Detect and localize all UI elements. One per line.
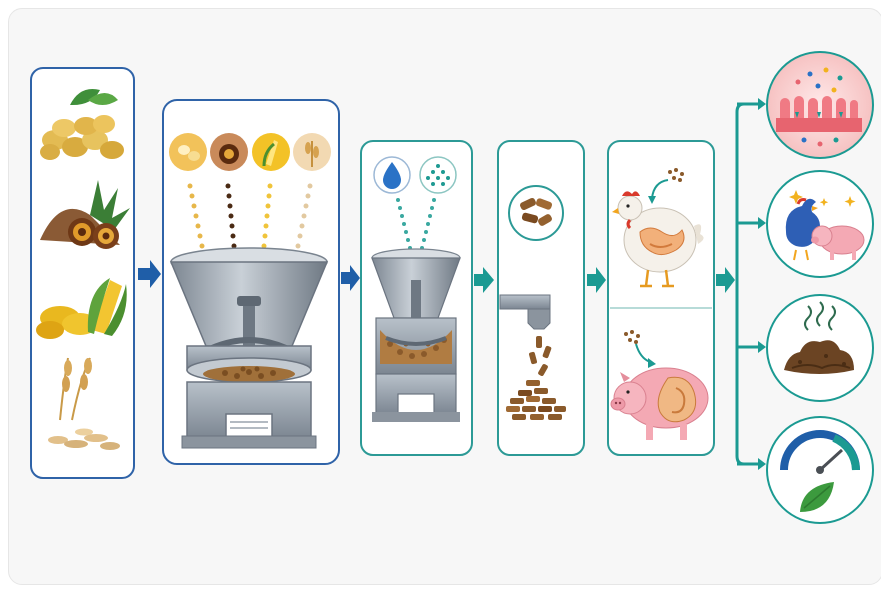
efficiency-gauge-icon bbox=[767, 417, 873, 523]
stage-pelleting bbox=[498, 141, 584, 455]
stage-animal-feeding bbox=[608, 141, 714, 455]
flow-arrow-2 bbox=[341, 265, 360, 291]
water-drop-icon bbox=[374, 157, 410, 193]
flow-arrow-5 bbox=[716, 267, 735, 293]
manure-icon bbox=[767, 295, 873, 401]
outcome-branch-connector bbox=[737, 104, 760, 464]
pellet-icon bbox=[509, 186, 563, 240]
additive-dots-icon bbox=[420, 157, 456, 193]
gut-villi-icon bbox=[767, 52, 873, 158]
stage-outcomes bbox=[767, 52, 873, 523]
outcome-arrowheads bbox=[758, 98, 766, 470]
healthy-livestock-icon bbox=[767, 171, 873, 277]
stage-conditioning bbox=[361, 141, 472, 455]
mixer-icon bbox=[171, 248, 327, 448]
flow-arrow-1 bbox=[138, 260, 161, 288]
flow-arrow-4 bbox=[587, 267, 606, 293]
soybean-icon bbox=[169, 133, 207, 171]
palm-fruit-icon bbox=[210, 133, 248, 171]
stage-mixing bbox=[163, 100, 339, 464]
wheat-icon bbox=[293, 133, 331, 171]
flow-arrow-3 bbox=[474, 267, 494, 293]
stage-raw-ingredients bbox=[31, 68, 134, 478]
corn-icon bbox=[252, 133, 290, 171]
mixer-icon bbox=[372, 249, 460, 422]
